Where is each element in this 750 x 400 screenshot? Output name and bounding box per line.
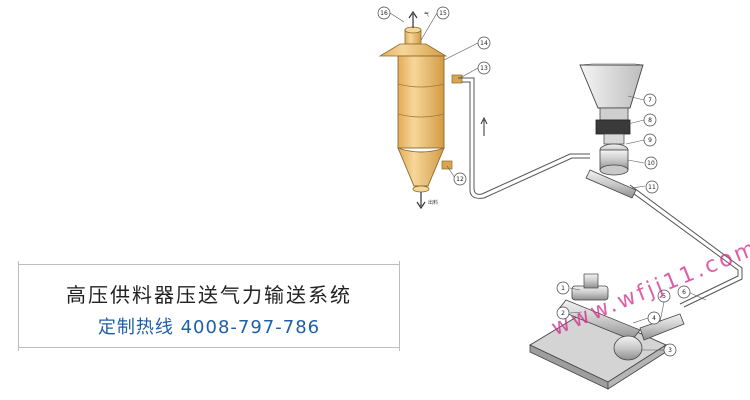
svg-text:13: 13 [480,65,488,72]
gas-outlet-arrow-icon [408,10,418,28]
svg-text:9: 9 [648,137,652,144]
svg-text:14: 14 [480,40,488,47]
svg-text:12: 12 [456,176,464,183]
roots-blower-unit [529,273,685,390]
svg-text:16: 16 [380,10,388,17]
callout-4: 4 [647,311,661,325]
svg-text:3: 3 [668,347,672,354]
silo: 气 出料 [378,10,463,210]
callout-1: 1 [556,281,570,295]
callout-16: 16 [377,6,391,20]
material-outlet-arrow-icon [416,192,426,210]
svg-text:8: 8 [648,117,652,124]
page-title: 高压供料器压送气力输送系统 [66,283,352,307]
high-pressure-feeder [585,143,637,199]
callouts [420,12,707,351]
title-panel: 高压供料器压送气力输送系统 定制热线 4008-797-786 [18,261,400,351]
svg-text:11: 11 [648,184,656,191]
silo-body [397,55,445,149]
svg-text:10: 10 [647,160,655,167]
feed-hopper [579,63,644,121]
svg-text:15: 15 [439,10,447,17]
svg-text:7: 7 [648,97,652,104]
callout-5: 5 [657,289,671,303]
callout-6: 6 [677,285,691,299]
hotline-text: 定制热线 4008-797-786 [97,317,321,338]
callout-9: 9 [643,133,657,147]
flow-up-arrow-icon [480,116,488,136]
svg-text:4: 4 [652,315,656,322]
svg-text:1: 1 [561,285,565,292]
callout-13: 13 [477,61,491,75]
svg-text:6: 6 [682,289,686,296]
callout-3: 3 [663,343,677,357]
callout-12: 12 [453,172,467,186]
callout-7: 7 [643,93,657,107]
material-outlet-label: 出料 [428,199,438,206]
svg-text:5: 5 [662,293,666,300]
callout-8: 8 [643,113,657,127]
silo-cone [397,147,445,187]
callout-2: 2 [556,306,570,320]
callout-15: 15 [436,6,450,20]
gas-outlet-label: 气 [424,11,429,18]
callout-10: 10 [644,156,658,170]
conveying-pipeline [458,77,743,308]
svg-text:2: 2 [561,310,565,317]
callout-11: 11 [645,180,659,194]
callout-14: 14 [477,36,491,50]
rotary-valve [595,119,631,145]
